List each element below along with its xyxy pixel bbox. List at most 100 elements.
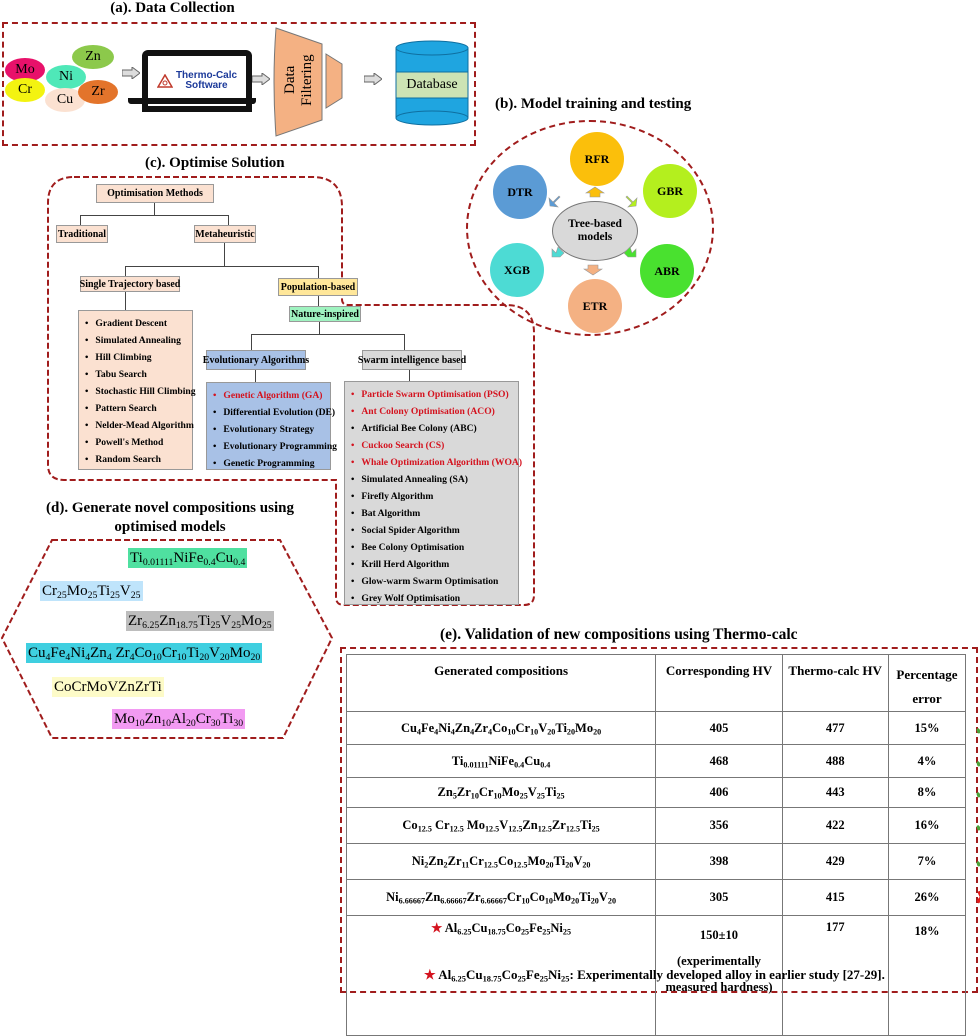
- thermocalc-hv-cell: 429: [782, 844, 888, 880]
- highlighted-method-item: Genetic Algorithm (GA): [213, 387, 324, 404]
- method-item: Artificial Bee Colony (ABC): [351, 420, 512, 437]
- laptop-base: [128, 98, 256, 104]
- generated-composition: Cr25Mo25Ti25V25: [40, 581, 143, 601]
- element-zn: Zn: [72, 45, 114, 69]
- highlighted-method-item: Particle Swarm Optimisation (PSO): [351, 386, 512, 403]
- table-row: Co12.5 Cr12.5 Mo12.5V12.5Zn12.5Zr12.5Ti2…: [347, 808, 980, 844]
- model-etr: ETR: [568, 279, 622, 333]
- percentage-error-cell: 7%: [888, 844, 966, 880]
- method-item: Tabu Search: [85, 366, 186, 383]
- method-item: Bat Algorithm: [351, 505, 512, 522]
- star-icon: ★: [431, 921, 445, 935]
- node-population-based: Population-based: [278, 278, 358, 296]
- arrow-upleft-icon: [549, 196, 560, 207]
- method-item: Glow-warm Swarm Optimisation: [351, 573, 512, 590]
- panel-a-title: (a). Data Collection: [0, 0, 345, 17]
- table-footnote: ★ Al6.25Cu18.75Co25Fe25Ni25: Experimenta…: [424, 967, 885, 983]
- header-percentage-error: Percentage error: [888, 655, 966, 712]
- corresponding-hv-cell: 468: [656, 745, 783, 778]
- percentage-error-cell: 26%: [888, 880, 966, 916]
- status-empty: [966, 916, 980, 1036]
- method-item: Grey Wolf Optimisation: [351, 590, 512, 607]
- composition-cell: Cu4Fe4Ni4Zn4Zr4Co10Cr10V20Ti20Mo20: [347, 712, 656, 745]
- corresponding-hv-cell: 356: [656, 808, 783, 844]
- single-trajectory-list: Gradient Descent Simulated Annealing Hil…: [78, 310, 193, 470]
- generated-composition: Cu4Fe4Ni4Zn4 Zr4Co10Cr10Ti20V20Mo20: [26, 643, 262, 663]
- percentage-error-cell: 4%: [888, 745, 966, 778]
- node-evolutionary: Evolutionary Algorithms: [206, 350, 306, 370]
- check-icon: ✓: [966, 712, 980, 745]
- method-item: Evolutionary Strategy: [213, 421, 324, 438]
- percentage-error-cell: 16%: [888, 808, 966, 844]
- composition-cell: Ni6.66667Zn6.66667Zr6.66667Cr10Co10Mo20T…: [347, 880, 656, 916]
- method-item: Genetic Programming: [213, 455, 324, 472]
- node-metaheuristic: Metaheuristic: [194, 225, 256, 243]
- element-cr: Cr: [5, 78, 45, 102]
- method-item: Hill Climbing: [85, 349, 186, 366]
- arrow-right-icon: [252, 73, 270, 85]
- percentage-error-cell: 18%: [888, 916, 966, 1036]
- panel-c-title: (c). Optimise Solution: [145, 155, 285, 172]
- status-header: [966, 655, 980, 712]
- highlighted-method-item: Whale Optimization Algorithm (WOA): [351, 454, 512, 471]
- thermocalc-hv-cell: 415: [782, 880, 888, 916]
- corresponding-hv-cell: 305: [656, 880, 783, 916]
- panel-b-title: (b). Model training and testing: [495, 96, 691, 113]
- arrow-upright-icon: [626, 196, 637, 207]
- method-item: Nelder-Mead Algorithm: [85, 417, 186, 434]
- arrow-up-icon: [586, 187, 604, 197]
- method-item: Simulated Annealing: [85, 332, 186, 349]
- swarm-list: Particle Swarm Optimisation (PSO)Ant Col…: [344, 381, 519, 605]
- thermocalc-logo-icon: [157, 74, 173, 88]
- panel-e-title: (e). Validation of new compositions usin…: [440, 626, 798, 644]
- corresponding-hv-cell: 406: [656, 778, 783, 808]
- generated-composition: Mo10Zn10Al20Cr30Ti30: [112, 709, 245, 729]
- generated-composition: Ti0.01111NiFe0.4Cu0.4: [128, 548, 247, 568]
- check-icon: ✓: [966, 745, 980, 778]
- generated-composition: Zr6.25Zn18.75Ti25V25Mo25: [126, 611, 274, 631]
- arrow-downleft-icon: [552, 247, 564, 257]
- header-corresponding-hv: Corresponding HV: [656, 655, 783, 712]
- method-item: Social Spider Algorithm: [351, 522, 512, 539]
- arrow-right-icon: [364, 73, 382, 85]
- composition-cell: Co12.5 Cr12.5 Mo12.5V12.5Zn12.5Zr12.5Ti2…: [347, 808, 656, 844]
- software-sub: Software: [176, 81, 237, 91]
- node-optimisation-methods: Optimisation Methods: [96, 184, 214, 203]
- method-item: Differential Evolution (DE): [213, 404, 324, 421]
- corresponding-hv-cell: 405: [656, 712, 783, 745]
- method-item: Krill Herd Algorithm: [351, 556, 512, 573]
- percentage-error-cell: 15%: [888, 712, 966, 745]
- method-item: Powell's Method: [85, 434, 186, 451]
- method-item: Firefly Algorithm: [351, 488, 512, 505]
- composition-cell: Ti0.01111NiFe0.4Cu0.4: [347, 745, 656, 778]
- header-thermocalc-hv: Thermo-calc HV: [782, 655, 888, 712]
- method-item: Stochastic Hill Climbing: [85, 383, 186, 400]
- evolutionary-list: Genetic Algorithm (GA)Differential Evolu…: [206, 382, 331, 470]
- arrow-down-icon: [584, 265, 602, 275]
- composition-cell: Zn5Zr10Cr10Mo25V25Ti25: [347, 778, 656, 808]
- star-icon: ★: [424, 967, 438, 982]
- method-item: Evolutionary Programming: [213, 438, 324, 455]
- node-nature-inspired: Nature-inspired: [289, 306, 361, 322]
- highlighted-method-item: Ant Colony Optimisation (ACO): [351, 403, 512, 420]
- header-generated-compositions: Generated compositions: [347, 655, 656, 712]
- generated-composition: CoCrMoVZnZrTi: [52, 677, 164, 697]
- element-zr: Zr: [78, 80, 118, 104]
- method-item: Pattern Search: [85, 400, 186, 417]
- percentage-error-cell: 8%: [888, 778, 966, 808]
- database-label: Database: [396, 77, 468, 93]
- thermocalc-hv-cell: 477: [782, 712, 888, 745]
- arrow-right-icon: [122, 67, 140, 79]
- check-icon: ✓: [966, 778, 980, 808]
- corresponding-hv-cell: 398: [656, 844, 783, 880]
- model-gbr: GBR: [643, 164, 697, 218]
- method-item: Gradient Descent: [85, 315, 186, 332]
- method-item: Random Search: [85, 451, 186, 468]
- composition-cell: Ni2Zn2Zr11Cr12.5Co12.5Mo20Ti20V20: [347, 844, 656, 880]
